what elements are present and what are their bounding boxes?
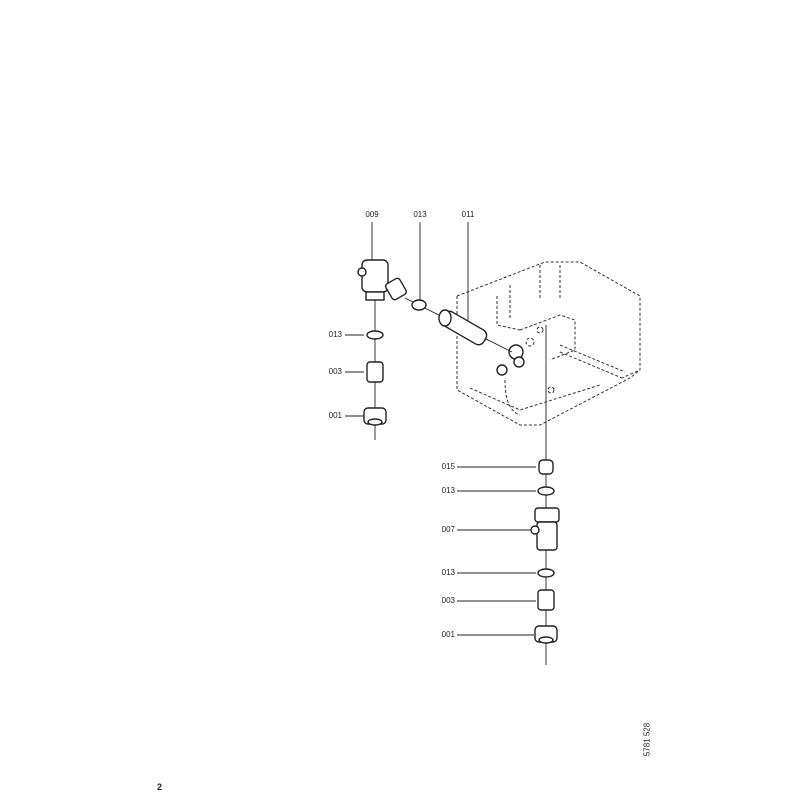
part-007-valve-body [530,507,560,551]
label-013: 013 [328,330,342,339]
part-013-seal-ring [366,330,384,340]
label-011: 011 [461,210,475,219]
part-009-tee-fitting [357,259,408,301]
label-001: 001 [328,411,342,420]
valve-block [496,344,525,376]
label-007: 007 [441,525,455,534]
part-001-union-nut [534,625,558,644]
label-013: 013 [413,210,427,219]
part-013-seal-ring [537,486,555,496]
part-013-seal-ring [537,568,555,578]
document-number: 5781 528 [642,722,652,757]
label-009: 009 [365,210,379,219]
housing-outline [456,261,641,426]
part-003-nipple [366,361,384,383]
label-003: 003 [328,367,342,376]
page-number: 2 [157,782,163,792]
part-015-plug [538,459,554,475]
label-003: 003 [441,596,455,605]
label-013: 013 [441,486,455,495]
label-013: 013 [441,568,455,577]
part-001-union-nut [363,407,387,426]
part-011-filter-cartridge [438,309,488,346]
part-013-seal-ring [411,299,427,311]
part-003-nipple [537,589,555,611]
label-001: 001 [441,630,455,639]
label-015: 015 [441,462,455,471]
